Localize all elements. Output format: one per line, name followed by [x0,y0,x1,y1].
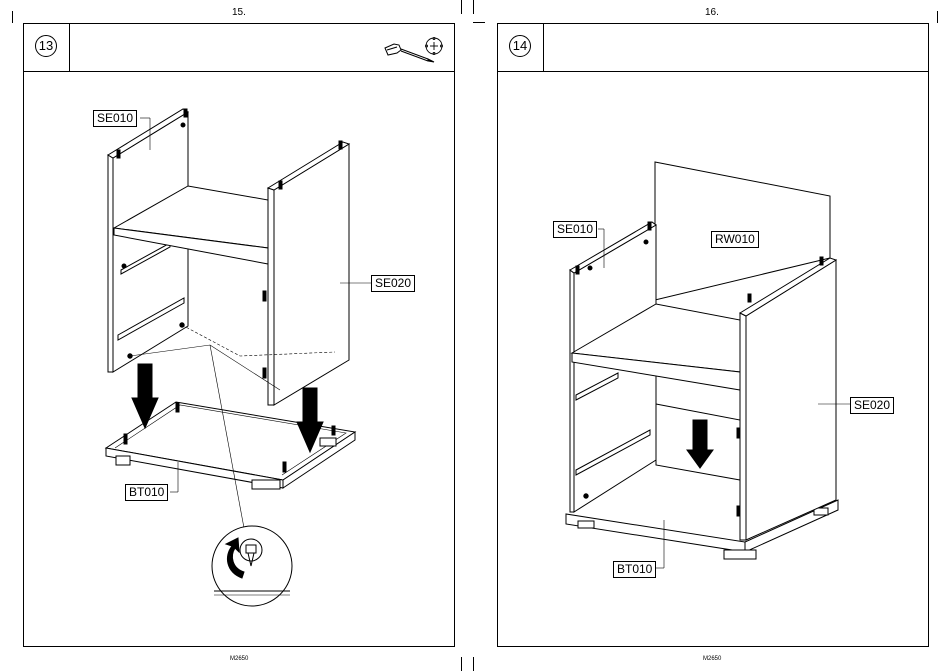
crop-mark [937,11,938,23]
side-panel-se020 [263,141,349,405]
footer-code-right: M2650 [703,656,721,662]
foot [116,456,130,465]
step-number: 14 [509,35,531,57]
part-label-se010: SE010 [553,221,597,238]
part-label-bt010: BT010 [125,484,168,501]
crop-mark [473,22,485,23]
part-label-se010: SE010 [93,110,137,127]
assembly-drawing-step-13 [0,0,470,671]
part-label-se020: SE020 [371,275,415,292]
page-number-right: 16. [705,7,719,18]
part-label-bt010: BT010 [613,561,656,578]
foot [252,480,280,489]
part-label-rw010: RW010 [711,231,759,248]
instruction-panel-step-14: 14 [497,23,929,647]
part-label-se020: SE020 [850,397,894,414]
crop-mark [473,657,474,671]
step-header: 14 [498,24,928,72]
cam-lock-detail [212,526,292,606]
step-number-cell: 14 [498,24,544,71]
crop-mark [473,0,474,14]
foot [320,438,336,446]
footer-code-left: M2650 [230,656,248,662]
